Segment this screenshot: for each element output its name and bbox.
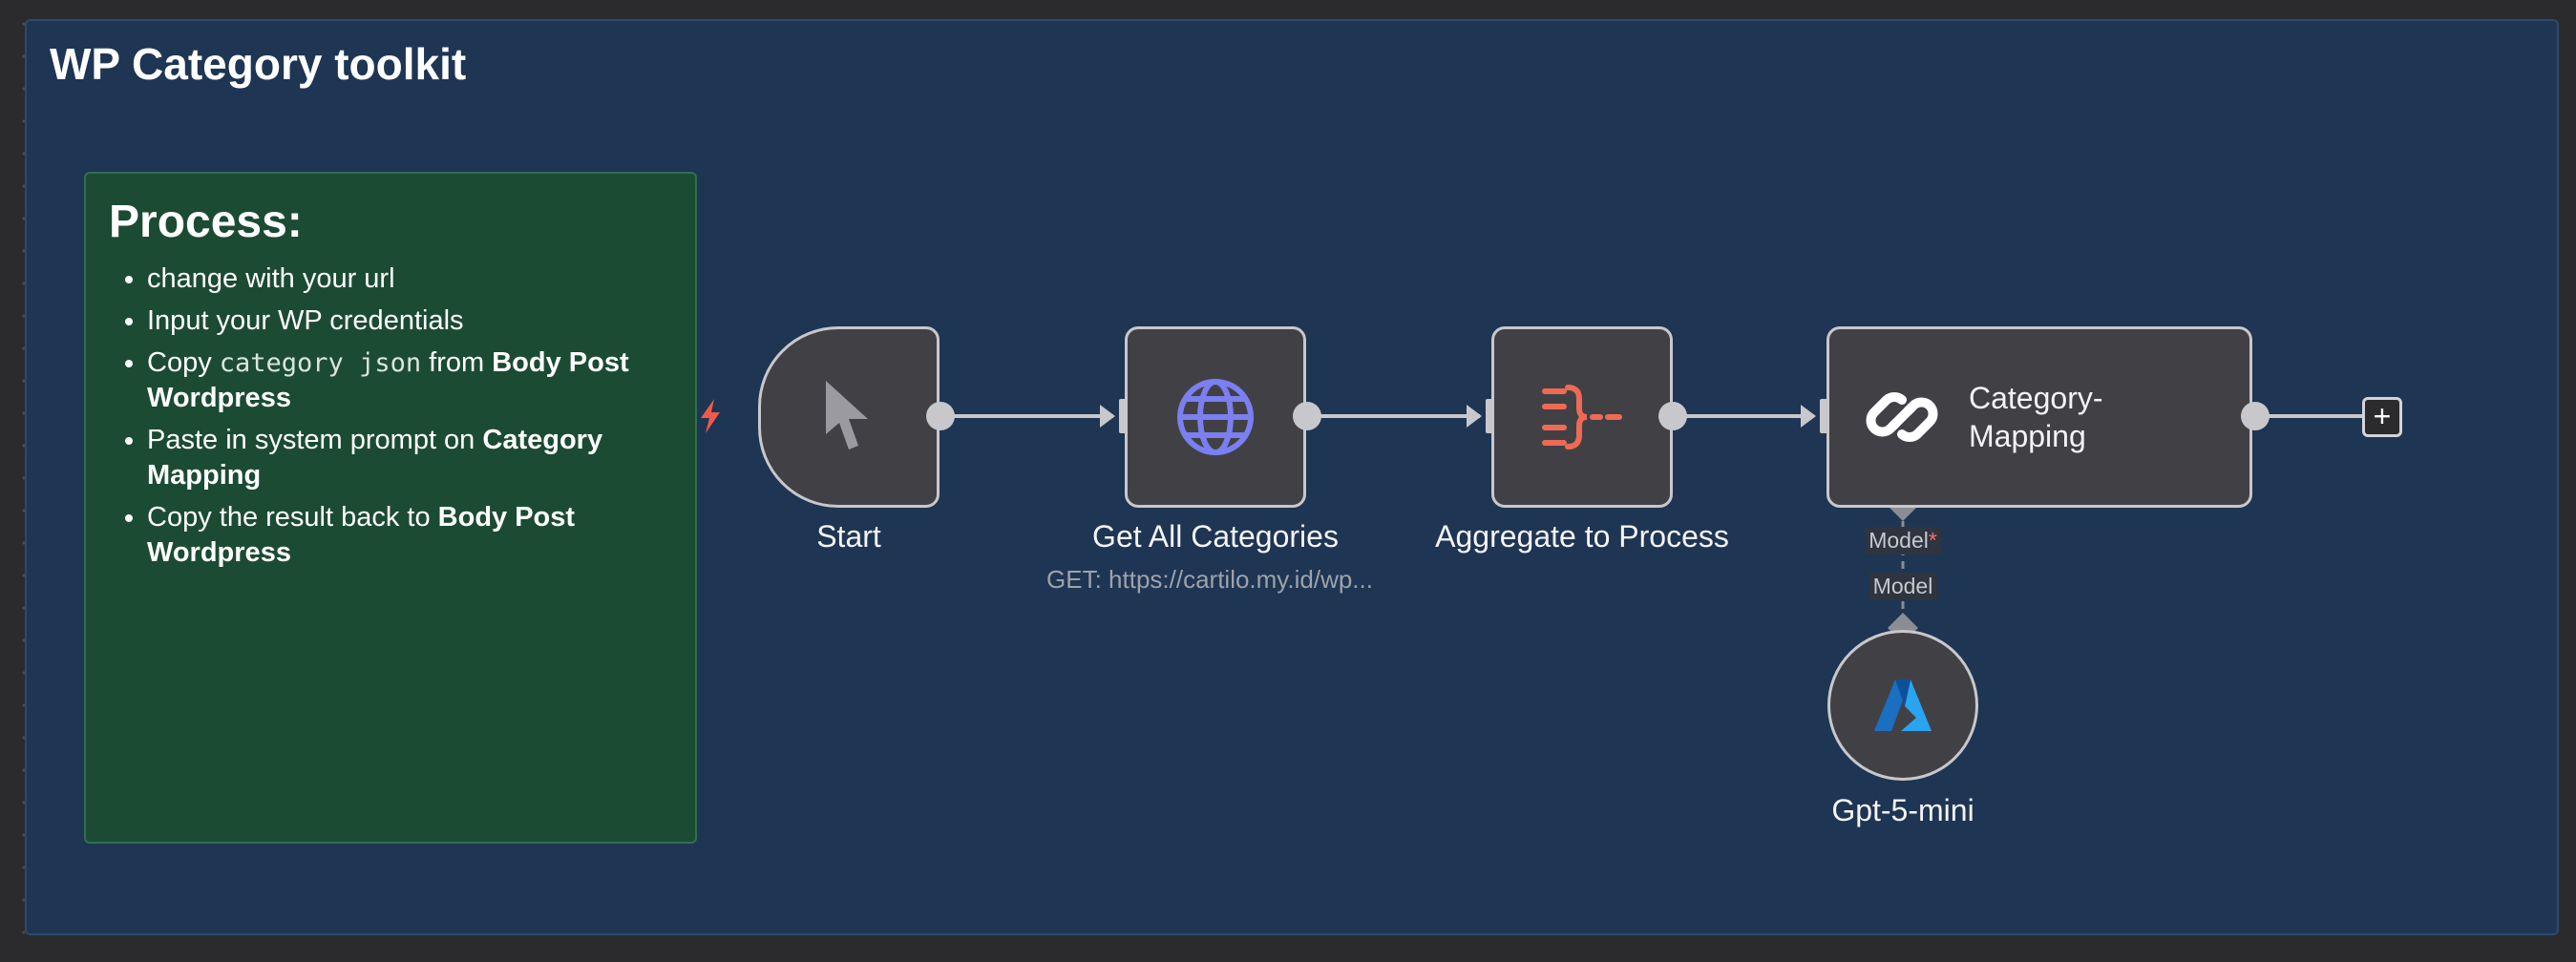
arrowhead: [1467, 405, 1482, 428]
process-note[interactable]: Process: change with your url Input your…: [84, 172, 697, 844]
note-item: Input your WP credentials: [147, 303, 672, 339]
model-node-label: Gpt-5-mini: [1831, 793, 1974, 827]
category-mapping-node-label: Category-Mapping: [1969, 381, 2103, 453]
note-title: Process:: [109, 197, 303, 247]
get-categories-node-subtitle: GET: https://cartilo.my.id/wp...: [1046, 565, 1373, 594]
cursor-icon: [826, 381, 868, 450]
note-bold: Body Post Wordpress: [147, 501, 576, 568]
note-item: Copy category json from Body Post Wordpr…: [147, 345, 672, 416]
model-node[interactable]: [1827, 630, 1978, 781]
azure-icon: [1874, 680, 1932, 731]
get-categories-node-label: Get All Categories: [1092, 519, 1339, 554]
aggregate-node[interactable]: [1491, 326, 1673, 508]
note-item: Copy the result back to Body Post Wordpr…: [147, 500, 672, 571]
model-port-label: Model*: [1865, 527, 1941, 554]
frame-title: WP Category toolkit: [50, 39, 467, 89]
link-icon: [1866, 392, 1938, 442]
required-marker: *: [1928, 528, 1937, 553]
trigger-bolt-icon: [701, 399, 720, 433]
note-item: change with your url: [147, 261, 672, 297]
aggregate-node-label: Aggregate to Process: [1435, 519, 1729, 554]
get-categories-node[interactable]: [1125, 326, 1306, 508]
aggregate-output-handle[interactable]: [1658, 402, 1687, 430]
note-bold: Category Mapping: [147, 424, 603, 491]
aggregate-icon: [1542, 385, 1622, 450]
note-code: category json: [219, 347, 422, 378]
start-output-handle[interactable]: [926, 402, 955, 430]
arrowhead: [1100, 405, 1115, 428]
model-connector-label: Model: [1869, 573, 1937, 600]
globe-icon: [1177, 379, 1254, 455]
category-mapping-output-handle[interactable]: [2241, 402, 2270, 430]
arrowhead: [1801, 405, 1816, 428]
start-node[interactable]: [758, 326, 940, 508]
note-item: Paste in system prompt on Category Mappi…: [147, 423, 672, 493]
note-list: change with your url Input your WP crede…: [109, 261, 672, 571]
note-bold: Body Post Wordpress: [147, 346, 629, 413]
add-node-button[interactable]: +: [2362, 397, 2402, 437]
start-node-label: Start: [816, 519, 881, 554]
category-mapping-node[interactable]: Category-Mapping: [1826, 326, 2252, 508]
get-categories-output-handle[interactable]: [1293, 402, 1321, 430]
